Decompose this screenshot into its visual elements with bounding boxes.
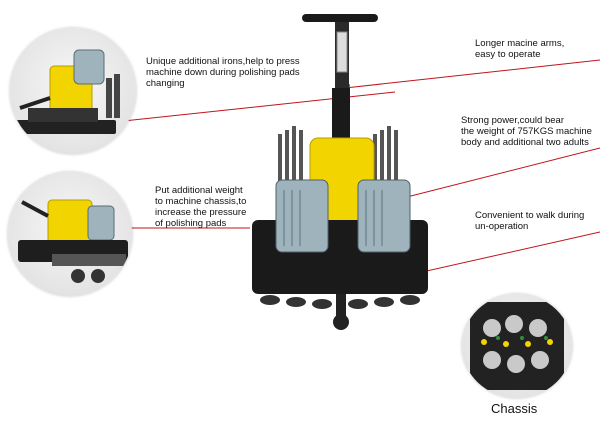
annotation-walk: Convenient to walk during un-operation [475, 210, 585, 232]
annotation-arms: Longer macine arms, easy to operate [475, 38, 565, 60]
grinding-machine-image [252, 14, 428, 330]
irons-closeup-circle [10, 28, 136, 154]
annotation-weight: Put additional weight to machine chassis… [155, 185, 247, 229]
leader-line-arms [344, 59, 600, 89]
chassis-circle [462, 294, 572, 398]
chassis-label: Chassis [491, 401, 538, 416]
annotation-power: Strong power,could bear the weight of 75… [461, 115, 592, 148]
irons-closeup-image [16, 49, 120, 134]
weight-closeup-image [18, 199, 128, 283]
leader-line-power [394, 147, 600, 201]
chassis-image [470, 302, 564, 390]
annotation-irons: Unique additional irons,help to press ma… [146, 56, 300, 89]
weight-closeup-circle [8, 172, 132, 296]
